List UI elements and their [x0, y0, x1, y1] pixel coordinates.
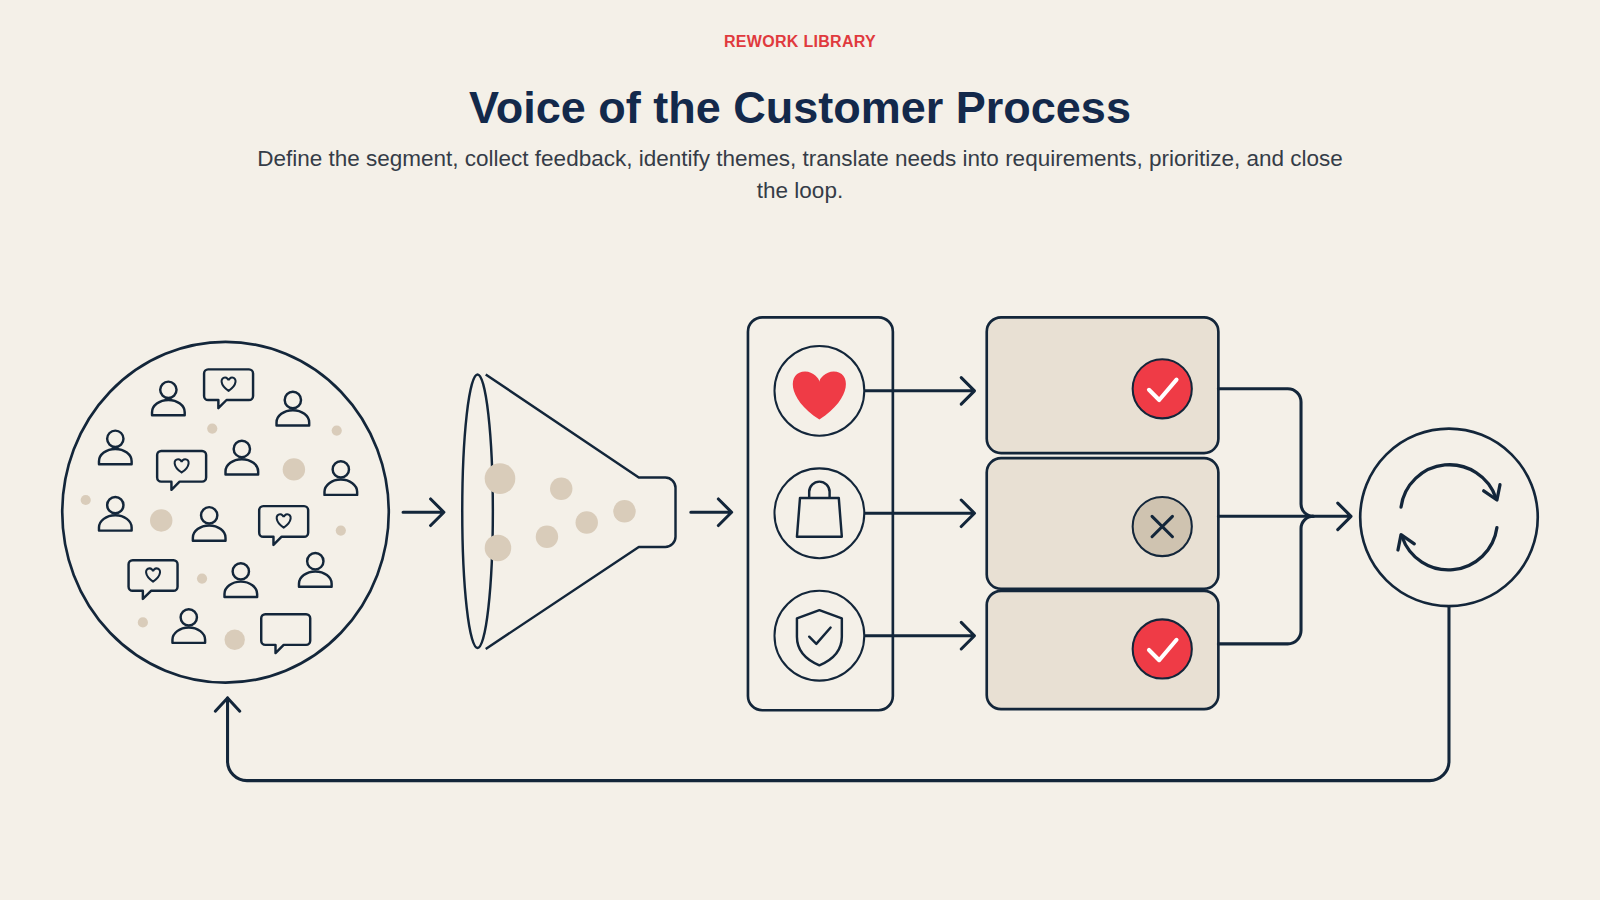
loop-cycle	[1360, 429, 1538, 607]
merge-lines	[1218, 389, 1351, 644]
priority-gates	[987, 317, 1600, 900]
feedback-funnel	[462, 374, 675, 648]
page-caption: Define the segment, collect feedback, id…	[245, 143, 1355, 207]
requirement-arrow	[865, 378, 974, 649]
page-title: Voice of the Customer Process	[469, 82, 1131, 134]
feedback-loop-line	[215, 607, 1449, 780]
customer-segment	[62, 342, 389, 683]
kicker-label: REWORK LIBRARY	[724, 33, 876, 51]
